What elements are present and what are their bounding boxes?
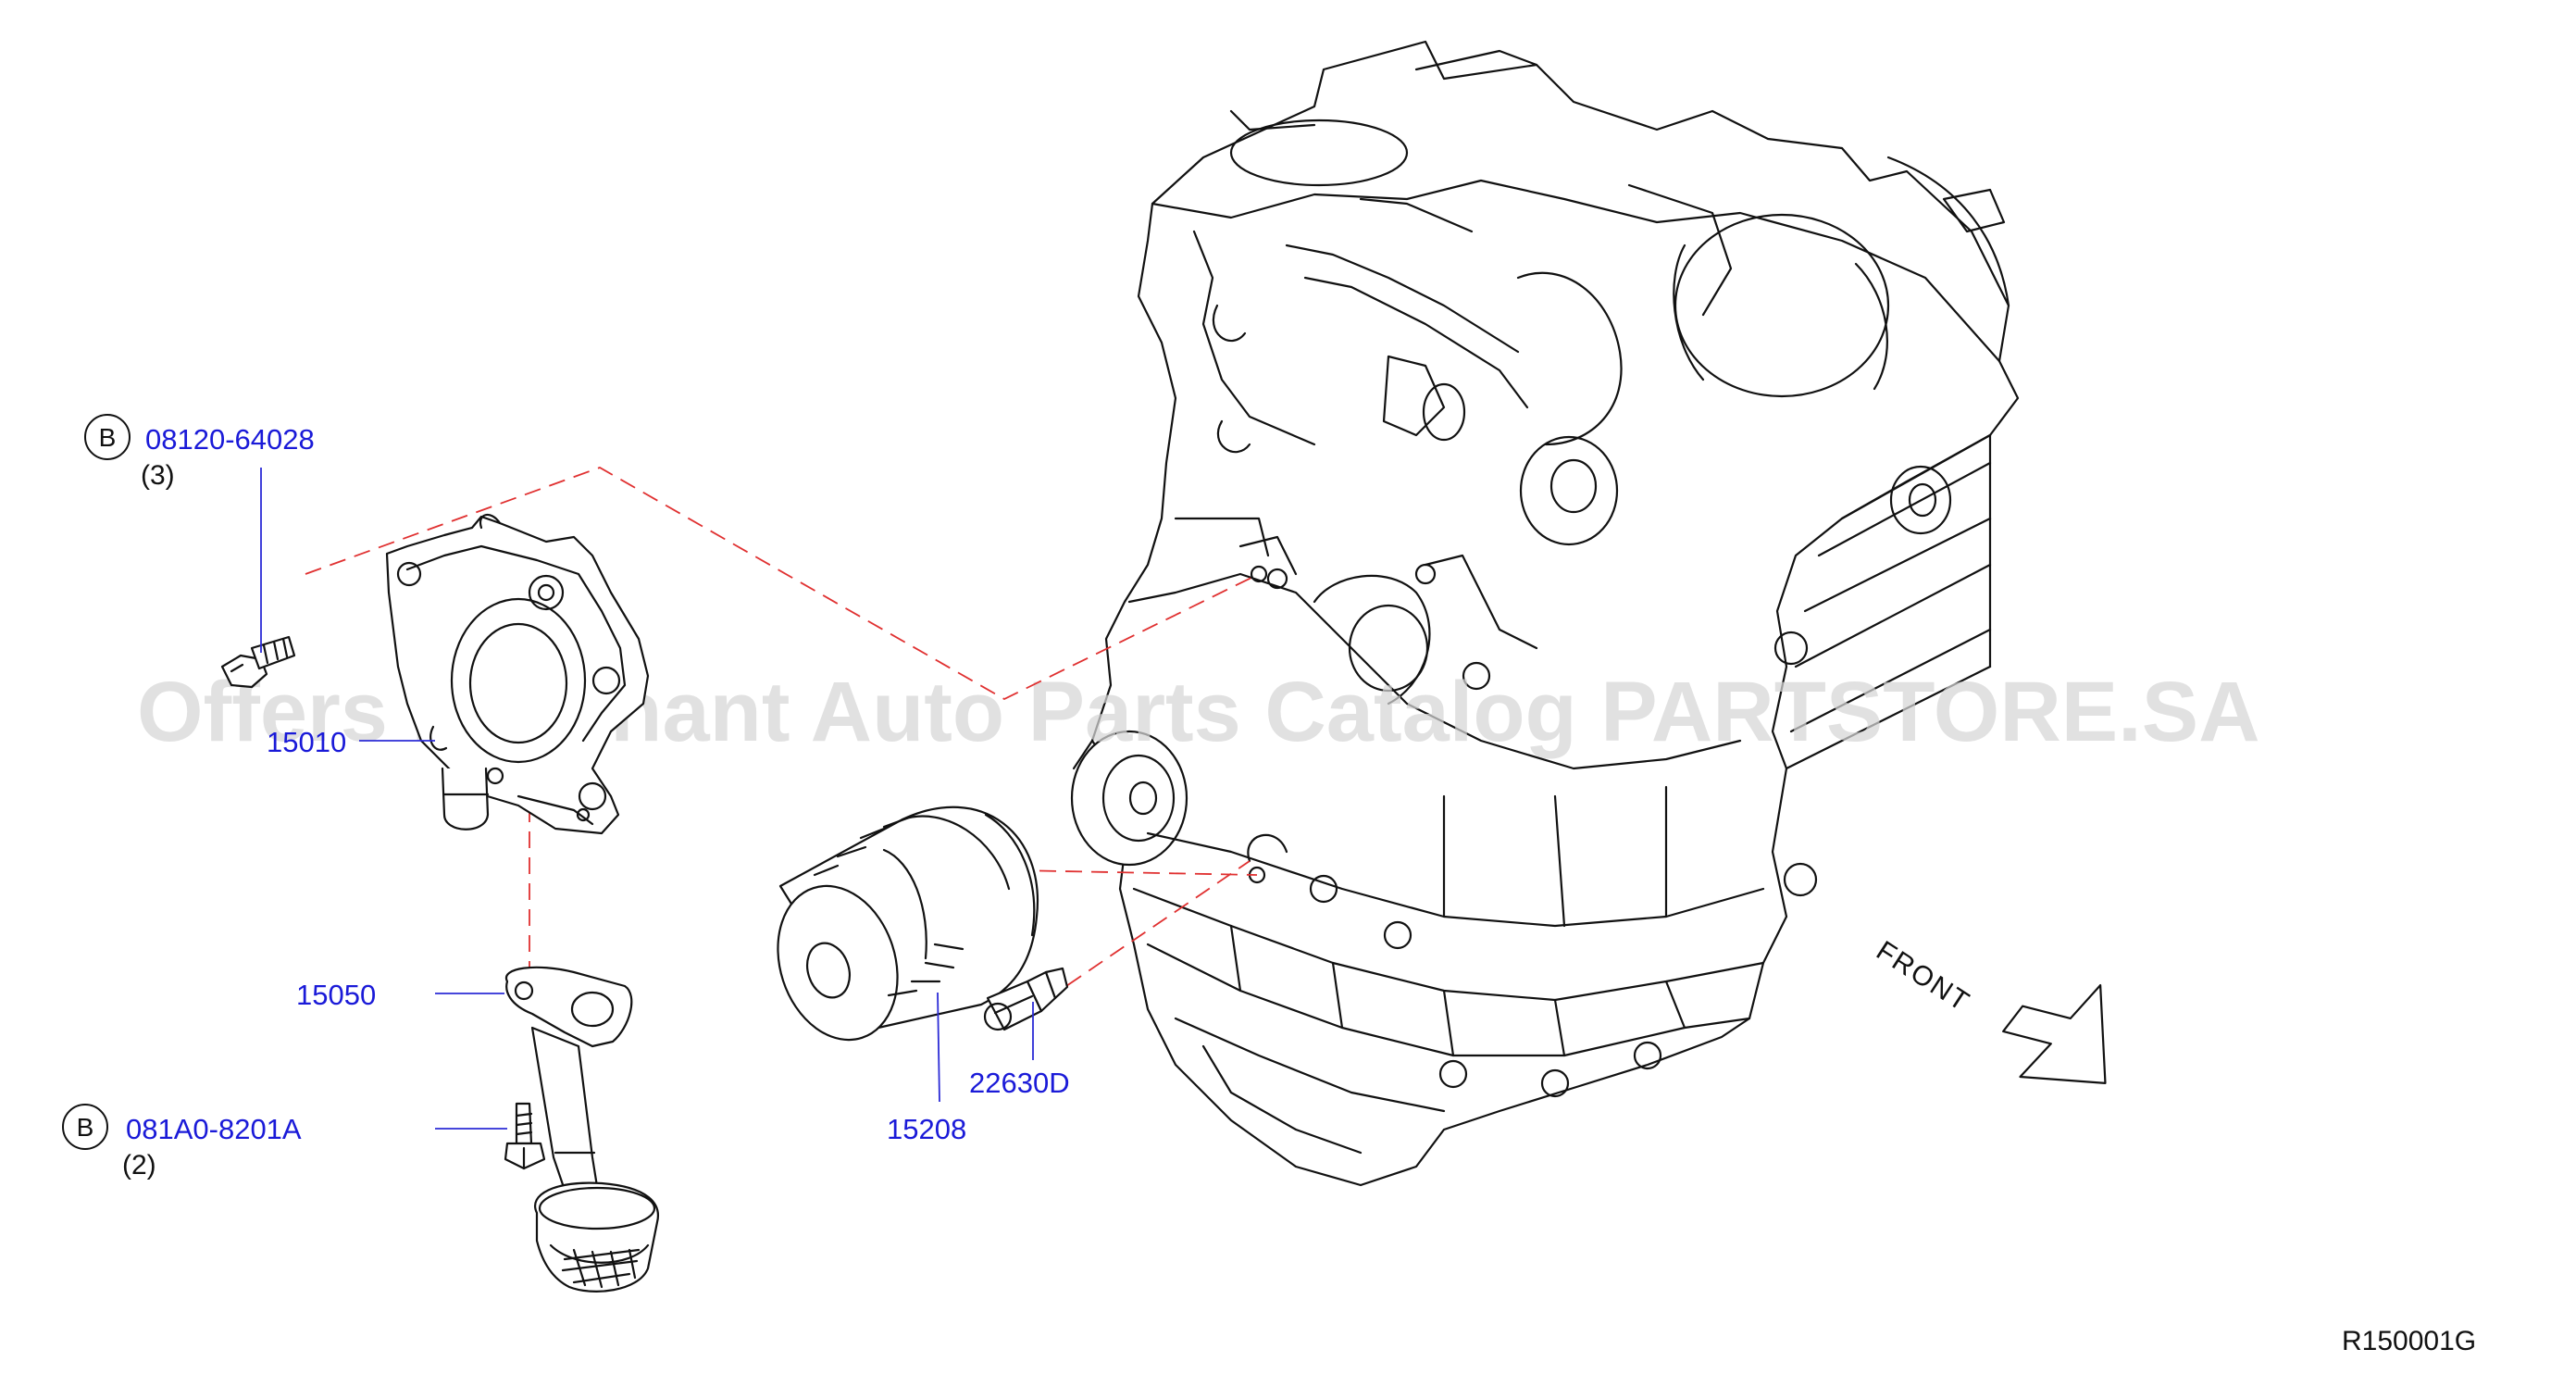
bolt-bottom-drawing	[504, 1102, 546, 1170]
bolt-bottom-badge-letter: B	[77, 1113, 94, 1142]
sensor-part-number[interactable]: 22630D	[969, 1067, 1070, 1099]
front-direction-indicator: FRONT	[1871, 935, 2107, 1084]
bolt-top-part-number[interactable]: 08120-64028	[145, 423, 315, 456]
bolt-bottom-badge	[62, 1104, 108, 1150]
oil-strainer-drawing	[504, 966, 659, 1293]
bolt-top-badge-letter: B	[99, 423, 117, 452]
oil-filter-part-number[interactable]: 15208	[887, 1113, 966, 1145]
callout-bolt-bottom[interactable]: B 081A0-8201A (2)	[62, 1104, 302, 1180]
oil-pressure-sensor-drawing	[983, 967, 1069, 1031]
bolt-top-badge	[84, 414, 131, 460]
engine-block-drawing	[1070, 40, 2020, 1187]
bolt-top-drawing	[220, 635, 296, 689]
bolt-bottom-quantity: (2)	[122, 1150, 156, 1180]
diagram-reference-code: R150001G	[2342, 1326, 2476, 1356]
front-arrow-icon	[2002, 983, 2107, 1084]
oil-filter-drawing	[777, 806, 1039, 1042]
callout-bolt-top[interactable]: B 08120-64028 (3)	[84, 414, 315, 491]
leader-lines	[260, 468, 1034, 1130]
oil-pump-drawing	[385, 513, 650, 835]
bolt-top-quantity: (3)	[141, 460, 175, 491]
front-label: FRONT	[1871, 935, 1975, 1018]
gasket-part-number[interactable]: 15050	[296, 979, 376, 1011]
assembly-guides	[305, 467, 1260, 1001]
oil-pump-part-number[interactable]: 15010	[267, 726, 346, 758]
bolt-bottom-part-number[interactable]: 081A0-8201A	[126, 1113, 302, 1145]
